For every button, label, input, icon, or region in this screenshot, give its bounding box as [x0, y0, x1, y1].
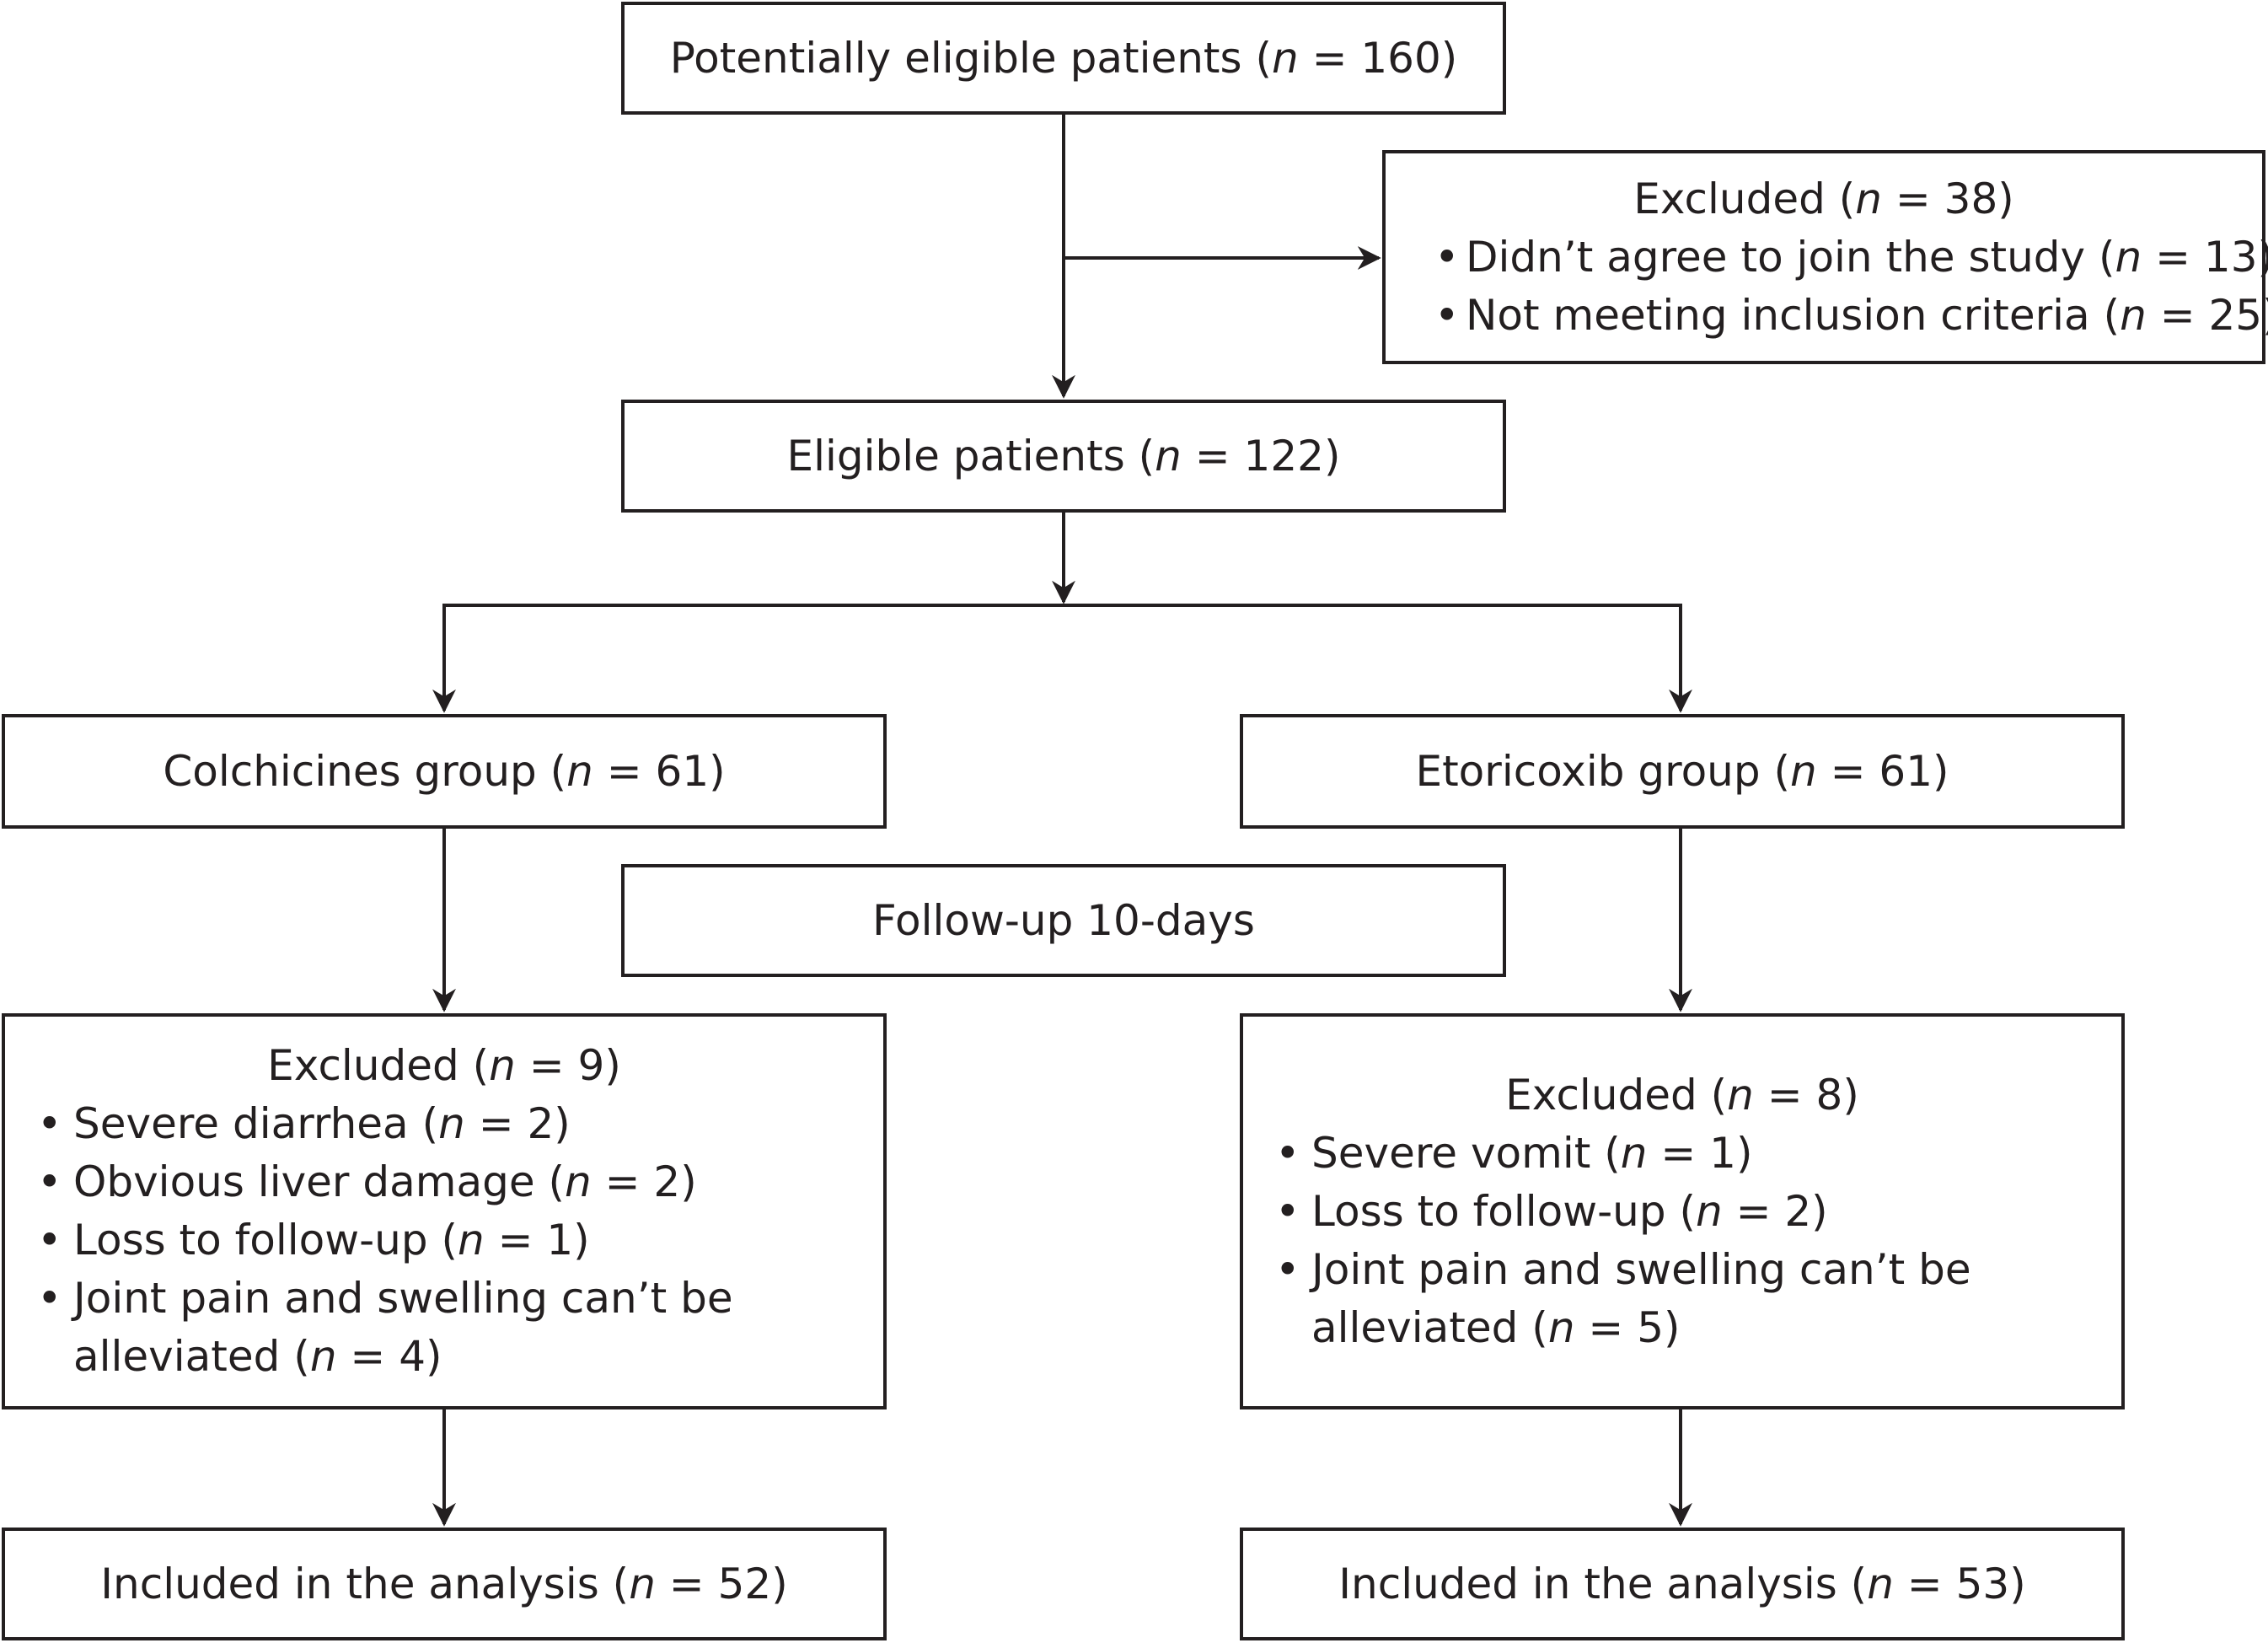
excluded-top-box: Excluded (n = 38) •Didn’t agree to join …: [1382, 150, 2268, 364]
follow-up-box: Follow-up 10-days: [621, 864, 1506, 977]
included-colchicines-text: Included in the analysis (n = 52): [100, 1559, 788, 1608]
potentially-eligible-text: Potentially eligible patients (n = 160): [669, 33, 1458, 83]
bullet-icon: •: [1275, 1128, 1300, 1178]
included-colchicines-box: Included in the analysis (n = 52): [2, 1528, 887, 1640]
bullet-icon: •: [1275, 1244, 1300, 1294]
excluded-etoricoxib-item-loss-follow-up: •Loss to follow-up (n = 2): [1243, 1183, 2121, 1241]
included-etoricoxib-box: Included in the analysis (n = 53): [1240, 1528, 2125, 1640]
eligible-patients-box: Eligible patients (n = 122): [621, 400, 1506, 513]
bullet-icon: •: [1275, 1186, 1300, 1236]
colchicines-group-text: Colchicines group (n = 61): [163, 746, 726, 796]
colchicines-group-box: Colchicines group (n = 61): [2, 714, 887, 829]
excluded-colchicines-item-loss-follow-up: •Loss to follow-up (n = 1): [5, 1211, 883, 1270]
bullet-icon: •: [1434, 232, 1460, 282]
excluded-etoricoxib-title: Excluded (n = 8): [1505, 1070, 1859, 1119]
excluded-colchicines-item-diarrhea: •Severe diarrhea (n = 2): [5, 1095, 883, 1153]
follow-up-text: Follow-up 10-days: [872, 895, 1255, 945]
excluded-colchicines-item-joint-pain: •Joint pain and swelling can’t be allevi…: [5, 1270, 883, 1386]
bullet-icon: •: [37, 1274, 62, 1323]
etoricoxib-group-box: Etoricoxib group (n = 61): [1240, 714, 2125, 829]
excluded-top-title: Excluded (n = 38): [1633, 174, 2014, 223]
excluded-etoricoxib-box: Excluded (n = 8) •Severe vomit (n = 1) •…: [1240, 1013, 2125, 1409]
potentially-eligible-box: Potentially eligible patients (n = 160): [621, 2, 1506, 115]
etoricoxib-group-text: Etoricoxib group (n = 61): [1415, 746, 1949, 796]
excluded-colchicines-title: Excluded (n = 9): [267, 1041, 621, 1090]
bullet-icon: •: [1434, 290, 1460, 340]
excluded-etoricoxib-item-joint-pain: •Joint pain and swelling can’t be allevi…: [1243, 1241, 2121, 1357]
bullet-icon: •: [37, 1157, 62, 1206]
eligible-patients-text: Eligible patients (n = 122): [786, 431, 1341, 481]
excluded-colchicines-item-liver-damage: •Obvious liver damage (n = 2): [5, 1153, 883, 1211]
bullet-icon: •: [37, 1216, 62, 1264]
excluded-top-item-not-agree: •Didn’t agree to join the study (n = 13): [1386, 228, 2268, 287]
bullet-icon: •: [37, 1099, 62, 1148]
excluded-colchicines-box: Excluded (n = 9) •Severe diarrhea (n = 2…: [2, 1013, 887, 1409]
excluded-top-item-not-meeting-criteria: •Not meeting inclusion criteria (n = 25): [1386, 287, 2268, 345]
included-etoricoxib-text: Included in the analysis (n = 53): [1338, 1559, 2026, 1608]
excluded-etoricoxib-item-vomit: •Severe vomit (n = 1): [1243, 1125, 2121, 1183]
